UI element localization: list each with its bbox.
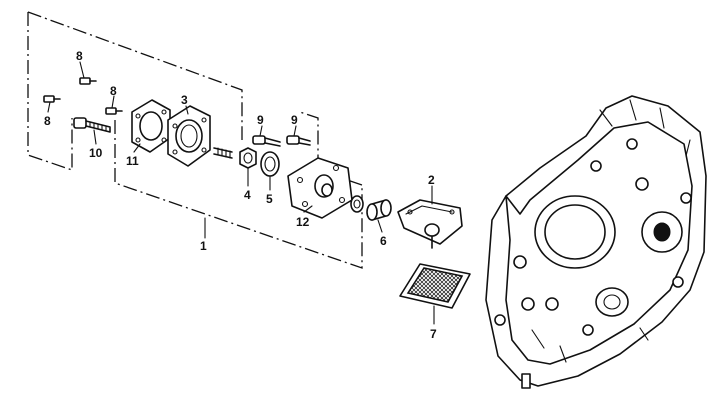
callout-10: 10 [89, 146, 103, 160]
screw-part-8-c [105, 107, 123, 115]
pump-cover-part-12 [287, 157, 353, 219]
callout-6: 6 [380, 234, 387, 248]
callout-7: 7 [430, 327, 437, 341]
pump-plate-part-2 [397, 199, 463, 249]
callout-8-left: 8 [44, 114, 51, 128]
crankcase-half [485, 95, 707, 389]
callout-3: 3 [181, 93, 188, 107]
screw-part-9-b [286, 135, 311, 146]
callout-2: 2 [428, 173, 435, 187]
callout-9-right: 9 [291, 113, 298, 127]
callout-12: 12 [296, 215, 310, 229]
collar-part [350, 195, 364, 213]
nut-part-4 [239, 147, 257, 169]
bolt-part-10 [73, 117, 111, 133]
assembly-outline-frame [27, 11, 363, 269]
callout-8-top: 8 [76, 49, 83, 63]
spring-part [213, 147, 233, 159]
callout-5: 5 [266, 192, 273, 206]
callout-labels: 1 2 3 4 5 6 7 8 8 8 9 9 10 11 12 [44, 49, 437, 341]
bushing-part-6 [366, 199, 392, 221]
callout-4: 4 [244, 188, 251, 202]
screw-part-8-a [79, 77, 97, 85]
cover-plate-part-3 [167, 105, 211, 167]
callout-11: 11 [126, 154, 139, 168]
bearing-part-5 [260, 151, 280, 177]
callout-9-left: 9 [257, 113, 264, 127]
gasket-part-11 [131, 99, 171, 153]
filter-screen-part-7 [399, 263, 471, 309]
callout-8-mid: 8 [110, 84, 117, 98]
screw-part-9-a [252, 135, 281, 147]
screw-part-8-b [43, 95, 61, 103]
leader-lines [47, 61, 435, 325]
callout-1: 1 [200, 239, 207, 253]
